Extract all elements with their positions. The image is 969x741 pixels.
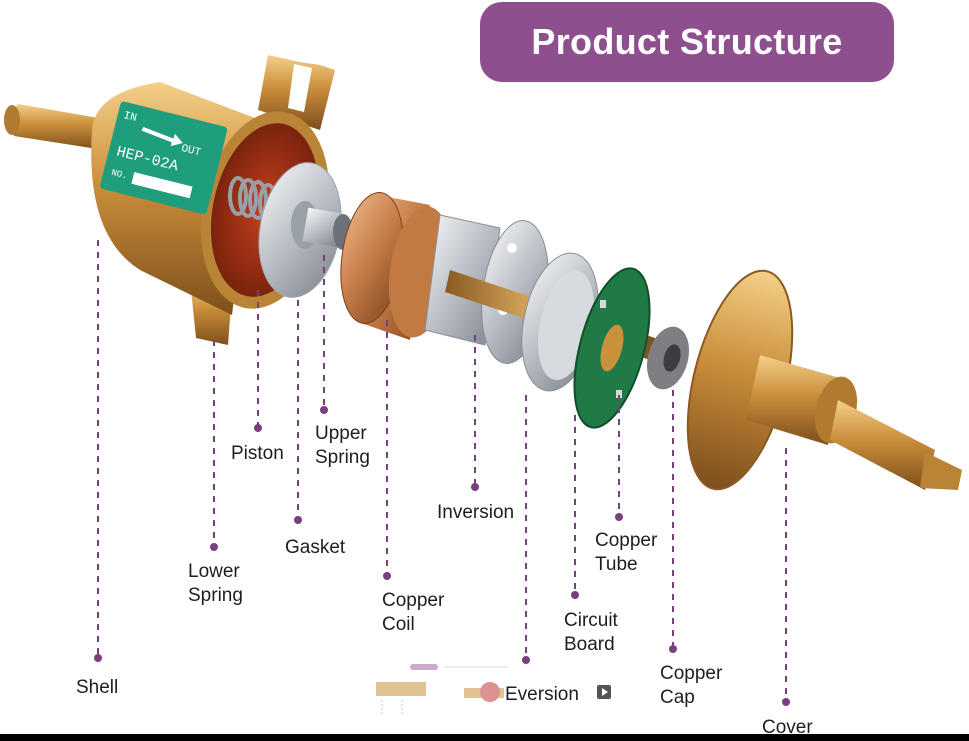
leader-dots (94, 406, 790, 706)
label-inversion: Inversion (437, 502, 515, 523)
cover (686, 269, 962, 491)
leader-lines (97, 240, 787, 700)
copper-coil (340, 192, 452, 340)
label-circuit-board: Circuit Board (564, 610, 618, 655)
label-piston: Piston (231, 443, 284, 464)
plate-in-text: IN (122, 110, 138, 125)
inlet-pipe (4, 104, 110, 150)
label-copper-cap: Copper Cap (660, 663, 723, 708)
label-cover: Cover (762, 717, 813, 738)
label-gasket: Gasket (285, 537, 346, 558)
arrow-right-icon (141, 127, 183, 147)
bottom-bar (0, 734, 969, 741)
label-lower-spring: Lower Spring (188, 561, 243, 606)
label-upper-spring: Upper Spring (315, 423, 370, 468)
piston (291, 201, 353, 250)
label-shell: Shell (76, 677, 119, 698)
copper-tube (646, 326, 690, 390)
plate-out-text: OUT (180, 143, 203, 160)
plate-no-text: NO. (110, 168, 128, 182)
play-icon[interactable] (597, 685, 611, 699)
label-plate (100, 101, 228, 214)
label-eversion: Eversion (505, 684, 579, 705)
thumbnail-strip[interactable] (372, 660, 514, 720)
circuit-board (573, 267, 651, 429)
title-badge: Product Structure (480, 2, 894, 82)
label-copper-coil: Copper Coil (382, 590, 445, 635)
page-title: Product Structure (531, 21, 843, 62)
label-copper-tube: Copper Tube (595, 530, 658, 575)
